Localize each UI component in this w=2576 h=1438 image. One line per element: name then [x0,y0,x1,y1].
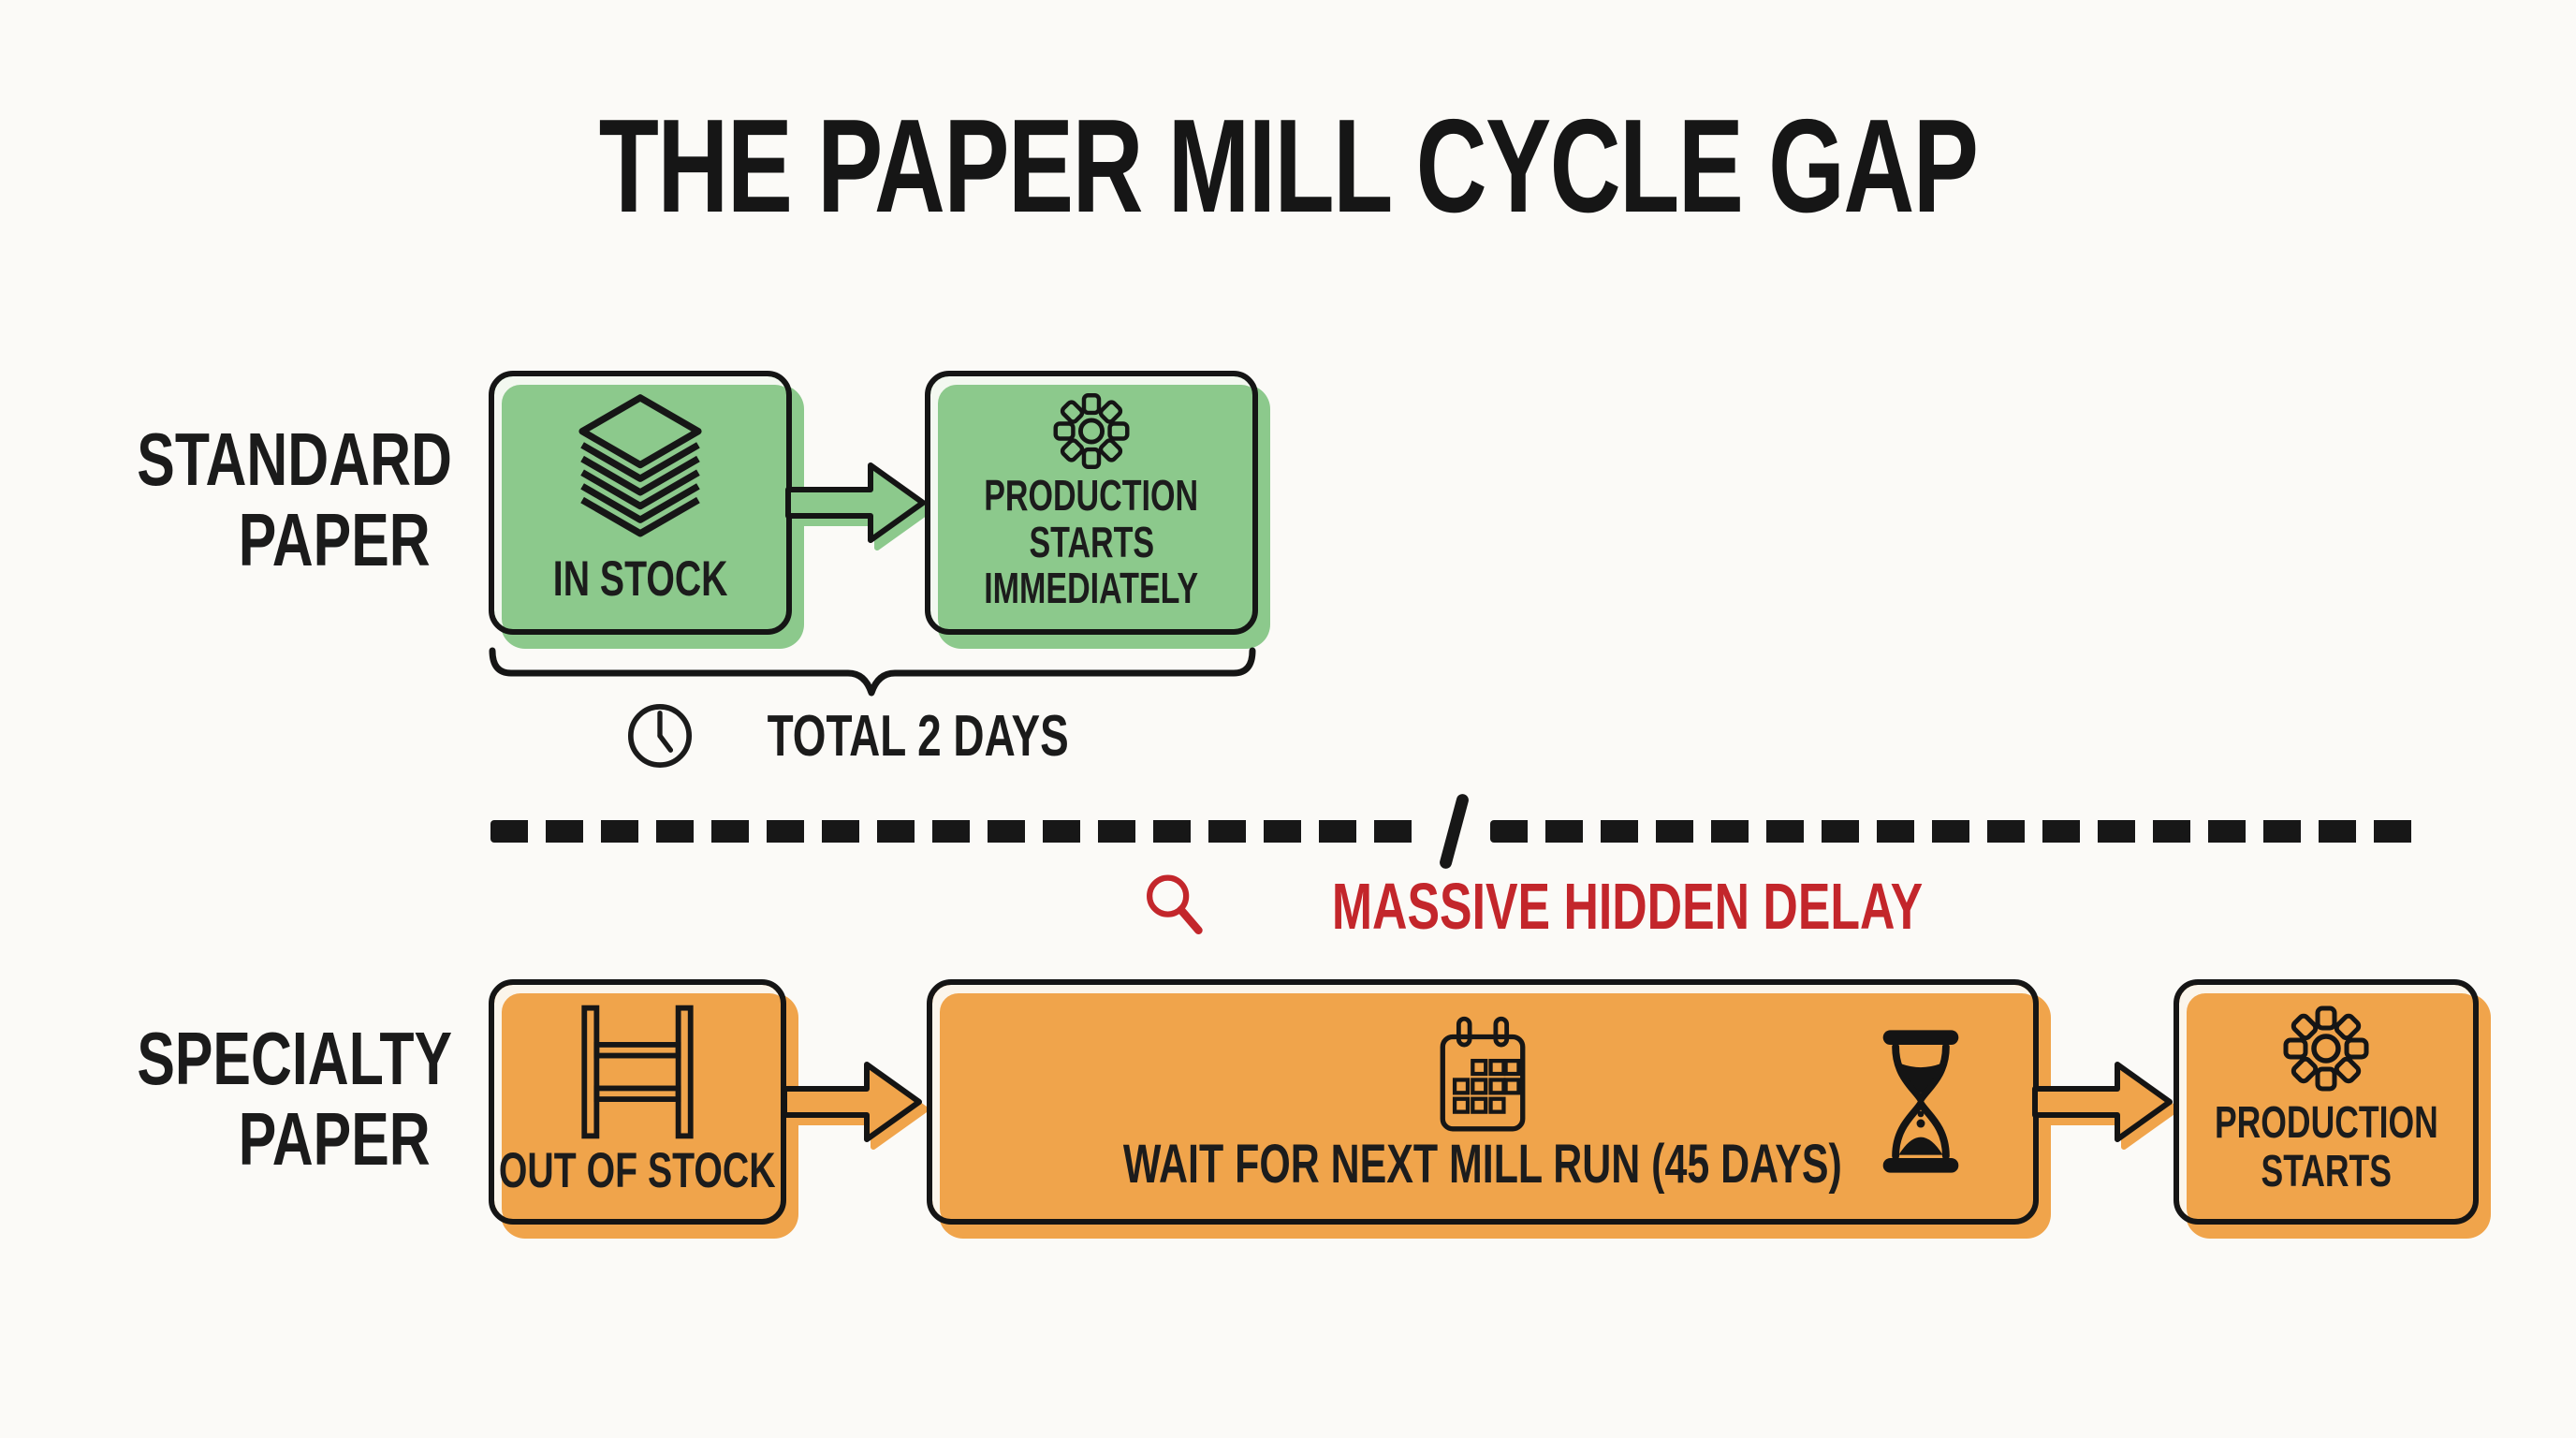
dashed-segment-right [1490,820,2417,843]
specialty-label-line1: SPECIALTY [137,1017,453,1100]
wait-for-mill-run-box: WAIT FOR NEXT MILL RUN (45 DAYS) [927,979,2039,1225]
arrow-wait-to-production [2032,1062,2173,1142]
arrow-out-of-stock-to-wait [782,1062,922,1142]
in-stock-label: IN STOCK [552,550,728,607]
specialty-paper-row-label: SPECIALTY PAPER [37,1018,452,1181]
clock-icon [628,703,693,769]
specialty-label-line2: PAPER [239,1097,431,1181]
paper-stack-icon [578,394,702,537]
gear-icon [2283,1005,2369,1092]
production-starts-immediately-box: PRODUCTION STARTS IMMEDIATELY [925,371,1258,635]
production-starts-box: PRODUCTION STARTS [2174,979,2479,1225]
out-of-stock-box: OUT OF STOCK [489,979,786,1225]
production-starts-label: PRODUCTION STARTS [2214,1098,2438,1197]
empty-shelf-icon [581,1005,694,1139]
total-duration: TOTAL 2 DAYS [489,700,1258,771]
in-stock-box: IN STOCK [489,371,792,635]
hourglass-icon [1882,1030,1959,1173]
out-of-stock-label: OUT OF STOCK [499,1142,776,1198]
divider-dashed-line [490,792,2417,871]
duration-brace [489,647,1256,697]
total-duration-label: TOTAL 2 DAYS [767,703,1070,769]
massive-hidden-delay-label: MASSIVE HIDDEN DELAY [1331,870,1924,943]
calendar-icon [1440,1016,1526,1132]
divider-slash [1438,792,1470,871]
wait-for-mill-run-label: WAIT FOR NEXT MILL RUN (45 DAYS) [1123,1134,1842,1196]
gear-icon [1053,393,1130,469]
production-starts-immediately-label: PRODUCTION STARTS IMMEDIATELY [984,470,1199,613]
dashed-segment-left [490,820,1417,843]
page-title: THE PAPER MILL CYCLE GAP [598,92,1979,241]
standard-label-line2: PAPER [239,498,431,582]
standard-paper-row-label: STANDARD PAPER [37,418,452,582]
standard-label-line1: STANDARD [137,418,452,501]
arrow-in-stock-to-production [785,462,926,543]
massive-hidden-delay-callout: MASSIVE HIDDEN DELAY [1140,869,2027,944]
magnifier-icon [1147,874,1203,935]
